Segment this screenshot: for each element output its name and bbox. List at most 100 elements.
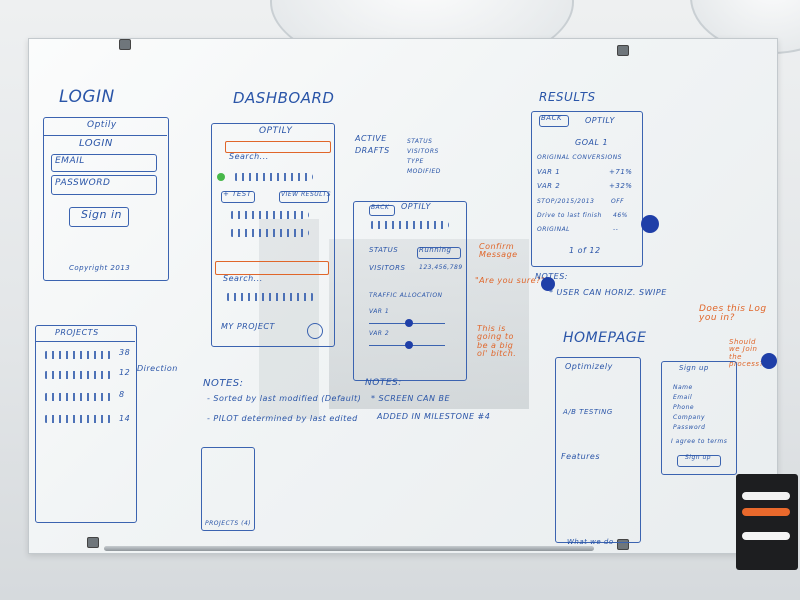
login-company: Optily — [87, 120, 117, 130]
login-signin-label: Sign in — [81, 208, 123, 221]
homepage-tagline: A/B TESTING — [563, 408, 613, 416]
login-email-label: EMAIL — [55, 156, 85, 166]
projects-list-divider — [35, 341, 135, 342]
results-original: ORIGINAL CONVERSIONS — [537, 154, 622, 161]
project-row-2 — [43, 371, 113, 379]
whiteboard: LOGIN Optily LOGIN EMAIL PASSWORD Sign i… — [28, 38, 778, 554]
dashboard-row-3 — [229, 229, 309, 237]
signup-field-5: Password — [673, 424, 706, 431]
slider-knob-2 — [405, 341, 413, 349]
login-screen-frame — [43, 117, 169, 281]
results-row-2-label: VAR 2 — [537, 182, 561, 190]
homepage-frame — [555, 357, 641, 543]
homepage-heading: HOMEPAGE — [563, 330, 647, 346]
dashboard-my-projects: MY PROJECT — [221, 322, 275, 331]
detail-back-button — [369, 205, 395, 216]
results-row-3-value: OFF — [611, 198, 625, 205]
state-active: ACTIVE — [355, 134, 387, 143]
dashboard-frame — [211, 123, 335, 347]
results-row-3-label: STOP/2015/2013 — [537, 198, 595, 205]
should-we-note: Should we Join the process? — [729, 338, 764, 369]
results-back-button — [539, 115, 569, 127]
magnet-flower-3 — [761, 353, 777, 369]
dashboard-note-1: - Sorted by last modified (Default) — [207, 394, 362, 403]
detail-notes-title: NOTES: — [365, 378, 402, 388]
state-drafts: DRAFTS — [355, 146, 390, 155]
dashboard-heading: DASHBOARD — [233, 89, 335, 107]
login-copyright: Copyright 2013 — [69, 264, 131, 272]
board-clip-top-right — [617, 45, 629, 56]
project-row-3 — [43, 393, 113, 401]
are-you-sure-note: "Are you sure?" — [475, 276, 546, 285]
homepage-what-we: What we do — [567, 538, 614, 546]
login-signin-button — [69, 207, 129, 227]
detail-running-pill — [417, 247, 461, 259]
does-this-note: Does this Log you in? — [699, 304, 767, 324]
dashboard-active-highlight — [225, 141, 331, 153]
project-row-4 — [43, 415, 113, 423]
detail-visitors-value: 123,456,789 — [419, 264, 463, 271]
results-back: BACK — [541, 114, 563, 122]
results-pager: 1 of 12 — [569, 246, 601, 255]
results-row-5-label: ORIGINAL — [537, 226, 571, 233]
dashboard-view-results-button — [279, 191, 329, 203]
state2-modified: MODIFIED — [407, 168, 441, 175]
magnet-flower-2 — [541, 277, 555, 291]
state2-status: STATUS — [407, 138, 433, 145]
dashboard-search-highlight — [215, 261, 329, 275]
projects-list-header: PROJECTS — [55, 328, 99, 337]
results-goal: GOAL 1 — [575, 138, 609, 147]
login-password-field — [51, 175, 157, 195]
detail-frame — [353, 201, 467, 381]
signup-frame — [661, 361, 737, 475]
marker-white — [742, 532, 790, 540]
green-status-dot — [217, 173, 225, 181]
detail-title: OPTILY — [401, 202, 431, 211]
board-clip-bottom-left — [87, 537, 99, 548]
dashboard-view-results-label: VIEW RESULTS — [281, 191, 332, 198]
project-count-3: 8 — [119, 390, 125, 399]
project-count-4: 14 — [119, 414, 131, 423]
signup-field-4: Company — [673, 414, 706, 421]
results-notes-title: NOTES: — [535, 272, 568, 281]
project-count-2: 12 — [119, 368, 131, 377]
project-row-1 — [43, 351, 113, 359]
reflection-strip — [259, 219, 319, 419]
direction-label: Direction — [137, 364, 178, 373]
signup-field-1: Name — [673, 384, 693, 391]
results-row-2-value: +32% — [609, 182, 633, 190]
state2-type: TYPE — [407, 158, 424, 165]
project-count-1: 38 — [119, 348, 131, 357]
dashboard-test-button — [221, 191, 255, 203]
signup-title: Sign up — [679, 364, 709, 372]
dashboard-search: Search... — [229, 152, 269, 161]
dashboard-up-button — [307, 323, 323, 339]
dashboard-search-2: Search... — [223, 274, 263, 283]
slider-knob-1 — [405, 319, 413, 327]
detail-note-2: ADDED IN MILESTONE #4 — [377, 412, 491, 421]
results-row-1-label: VAR 1 — [537, 168, 561, 176]
login-heading: LOGIN — [59, 87, 115, 107]
results-heading: RESULTS — [539, 90, 596, 104]
marker-holder — [736, 474, 798, 570]
mini-phone-frame — [201, 447, 255, 531]
detail-var1: VAR 1 — [369, 308, 390, 315]
detail-note-1: * SCREEN CAN BE — [371, 394, 451, 403]
detail-running: Running — [419, 246, 452, 254]
login-email-field — [51, 154, 157, 172]
big-bitch-note: This is going to be a big ol' bitch. — [477, 324, 517, 359]
magnet-flower-1 — [641, 215, 659, 233]
dashboard-test-label: + TEST — [223, 190, 252, 198]
detail-status: STATUS — [369, 246, 399, 254]
results-row-5-value: -- — [613, 226, 619, 233]
marker-black — [742, 492, 790, 500]
dashboard-notes-title: NOTES: — [203, 378, 244, 389]
signup-button-label: Sign up — [685, 454, 712, 461]
dashboard-note-2: - PILOT determined by last edited — [207, 414, 358, 423]
board-clip-top-left — [119, 39, 131, 50]
detail-back: BACK — [371, 204, 390, 211]
results-frame — [531, 111, 643, 267]
homepage-brand: Optimizely — [565, 362, 613, 371]
detail-traffic: TRAFFIC ALLOCATION — [369, 292, 443, 299]
